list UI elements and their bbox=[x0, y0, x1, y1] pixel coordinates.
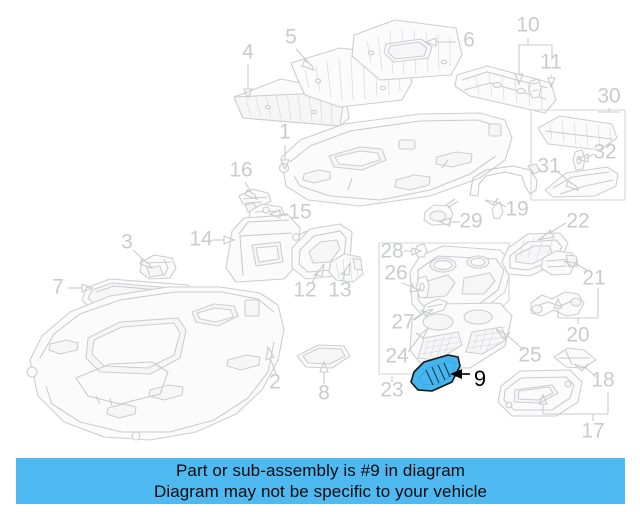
leader-lines bbox=[68, 37, 620, 421]
callout-32: 32 bbox=[593, 141, 616, 164]
callout-8: 8 bbox=[318, 382, 330, 405]
callout-29: 29 bbox=[459, 210, 482, 233]
part-23-box bbox=[378, 242, 513, 375]
banner-line-1: Part or sub-assembly is #9 in diagram bbox=[175, 461, 466, 480]
part-2-shape bbox=[26, 286, 285, 441]
callout-27: 27 bbox=[391, 311, 414, 334]
info-banner: Part or sub-assembly is #9 in diagram Di… bbox=[16, 458, 625, 504]
callout-18: 18 bbox=[591, 369, 614, 392]
part-30-box bbox=[530, 109, 626, 201]
part-9-highlighted-shape bbox=[410, 354, 461, 392]
callout-5: 5 bbox=[285, 26, 297, 49]
callout-13: 13 bbox=[328, 279, 351, 302]
callout-2: 2 bbox=[269, 371, 281, 394]
callout-30: 30 bbox=[597, 85, 620, 108]
part-17-shape bbox=[497, 369, 583, 417]
part-3-shape bbox=[139, 254, 177, 280]
part-10-shape bbox=[454, 65, 557, 114]
callout-25: 25 bbox=[518, 344, 541, 367]
callout-17: 17 bbox=[581, 420, 604, 443]
callout-numbers: 1 2 3 4 5 6 7 8 10 11 12 13 14 15 16 17 … bbox=[52, 14, 621, 443]
callout-6: 6 bbox=[463, 29, 475, 52]
part-13-shape bbox=[328, 253, 364, 283]
callout-14: 14 bbox=[189, 228, 213, 251]
callout-10: 10 bbox=[516, 14, 539, 37]
callout-12: 12 bbox=[293, 279, 316, 302]
callout-28: 28 bbox=[380, 240, 403, 263]
part-11-shape bbox=[528, 78, 542, 99]
banner-line-2: Diagram may not be specific to your vehi… bbox=[153, 482, 488, 501]
callout-1: 1 bbox=[279, 121, 291, 144]
part-20-shape bbox=[530, 291, 585, 317]
callout-21: 21 bbox=[582, 267, 605, 290]
callout-23: 23 bbox=[380, 379, 403, 402]
callout-24: 24 bbox=[385, 345, 409, 368]
part-8-shape bbox=[296, 344, 351, 369]
callout-20: 20 bbox=[566, 324, 589, 347]
callout-11: 11 bbox=[540, 51, 562, 74]
callout-19: 19 bbox=[505, 198, 528, 221]
callout-3: 3 bbox=[121, 231, 133, 254]
callout-31: 31 bbox=[537, 155, 560, 178]
callout-26: 26 bbox=[384, 262, 407, 285]
callout-9-highlighted: 9 bbox=[474, 366, 486, 391]
callout-16: 16 bbox=[229, 159, 252, 182]
callout-15: 15 bbox=[288, 201, 311, 224]
part-1-shape bbox=[278, 112, 513, 207]
part-19-shape bbox=[469, 163, 541, 220]
callout-7: 7 bbox=[52, 276, 64, 299]
callout-4: 4 bbox=[242, 41, 254, 64]
part-6-shape bbox=[351, 19, 463, 81]
callout-22: 22 bbox=[566, 210, 589, 233]
part-18-shape bbox=[553, 347, 597, 369]
